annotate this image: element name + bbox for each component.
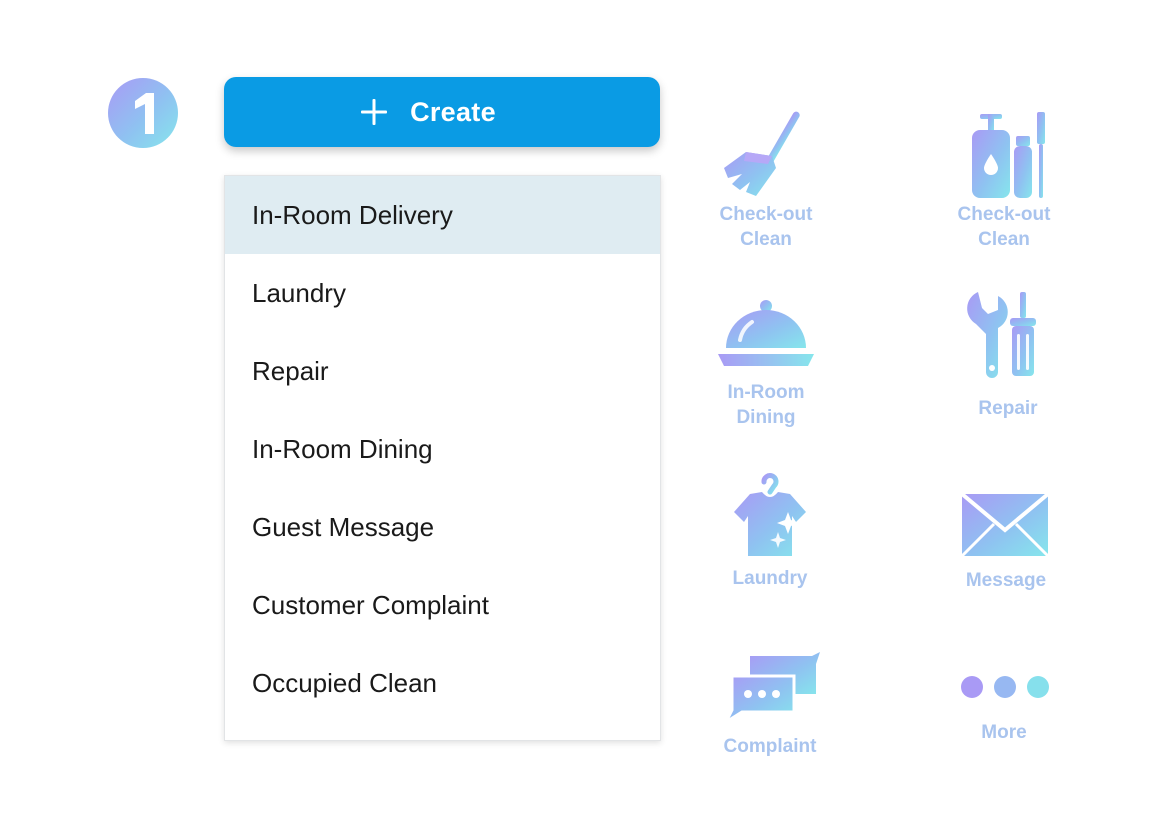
more-dots-icon	[961, 676, 1049, 698]
icon-caption: Message	[965, 570, 1047, 591]
icon-caption: Check-out Clean	[719, 204, 813, 250]
icon-tile-complaint[interactable]: Complaint	[712, 650, 828, 759]
menu-item-occupied-clean[interactable]: Occupied Clean	[225, 644, 660, 722]
plus-icon	[361, 99, 388, 125]
toiletries-icon	[972, 112, 1045, 198]
icon-tile-in-room-dining[interactable]: In-Room Dining	[708, 296, 824, 430]
menu-item-label: Guest Message	[252, 511, 435, 542]
menu-item-guest-message[interactable]: Guest Message	[225, 488, 660, 566]
icon-tile-checkout-clean[interactable]: Check-out Clean	[708, 106, 824, 252]
icon-caption: Complaint	[723, 736, 817, 757]
icon-caption: Laundry	[732, 568, 808, 589]
tools-icon	[967, 292, 1036, 378]
menu-item-label: Repair	[252, 355, 329, 386]
create-type-menu: In-Room Delivery Laundry Repair In-Room …	[224, 175, 661, 741]
step-number-badge	[108, 78, 178, 148]
icon-tile-message[interactable]: Message	[948, 490, 1064, 593]
menu-item-in-room-dining[interactable]: In-Room Dining	[225, 410, 660, 488]
create-button[interactable]: Create	[224, 77, 660, 147]
envelope-icon	[960, 492, 1050, 558]
icon-caption: In-Room Dining	[727, 382, 805, 428]
cloche-icon	[718, 300, 814, 366]
icon-tile-checkout-clean-toiletries[interactable]: Check-out Clean	[946, 106, 1062, 252]
icon-tile-repair[interactable]: Repair	[950, 288, 1066, 421]
icon-caption: More	[981, 722, 1027, 743]
menu-item-laundry[interactable]: Laundry	[225, 254, 660, 332]
chat-bubbles-icon	[722, 652, 820, 726]
shirt-icon	[734, 473, 806, 556]
menu-item-label: Laundry	[252, 277, 346, 308]
menu-item-label: In-Room Delivery	[252, 199, 453, 230]
icon-caption: Check-out Clean	[957, 204, 1051, 250]
menu-item-label: Customer Complaint	[252, 589, 489, 620]
icon-tile-laundry[interactable]: Laundry	[712, 472, 828, 591]
icon-tile-more[interactable]: More	[946, 672, 1062, 745]
menu-item-label: In-Room Dining	[252, 433, 433, 464]
create-button-label: Create	[410, 96, 496, 127]
broom-icon	[724, 111, 800, 196]
menu-item-repair[interactable]: Repair	[225, 332, 660, 410]
menu-item-label: Occupied Clean	[252, 667, 437, 698]
menu-item-in-room-delivery[interactable]: In-Room Delivery	[225, 176, 660, 254]
number-one-icon	[135, 93, 154, 134]
menu-item-customer-complaint[interactable]: Customer Complaint	[225, 566, 660, 644]
icon-caption: Repair	[978, 398, 1038, 419]
